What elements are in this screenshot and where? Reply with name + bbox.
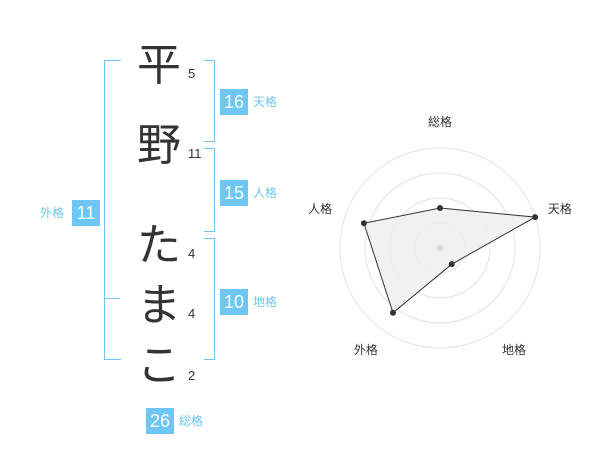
gaikaku-label: 外格 bbox=[40, 206, 65, 220]
radar-point-3 bbox=[448, 261, 455, 268]
tenkaku-bracket bbox=[204, 60, 215, 142]
name-char-2: 野 bbox=[137, 120, 181, 171]
tenkaku-label: 天格 bbox=[253, 95, 278, 109]
radar-point-1 bbox=[437, 205, 443, 211]
jinkaku-bracket bbox=[204, 148, 215, 232]
radar-axis-label-2: 天格 bbox=[548, 201, 572, 216]
radar-axis-label-5: 人格 bbox=[308, 201, 332, 216]
radar-center-dot bbox=[436, 244, 444, 252]
name-char-1: 平 bbox=[137, 40, 181, 91]
name-char-3: た bbox=[137, 220, 181, 271]
radar-ring bbox=[364, 172, 516, 324]
radar-axis-label-3: 地格 bbox=[502, 342, 526, 357]
gaikaku-bracket-divider bbox=[104, 298, 120, 299]
chikaku-badge: 10 bbox=[220, 289, 248, 315]
tenkaku-badge: 16 bbox=[220, 89, 248, 115]
radar-point-5 bbox=[360, 220, 367, 227]
gaikaku-bracket bbox=[104, 60, 121, 360]
radar-point-2 bbox=[532, 214, 539, 221]
stroke-count-2: 11 bbox=[188, 146, 202, 161]
soukaku-badge: 26 bbox=[146, 408, 174, 434]
jinkaku-badge: 15 bbox=[220, 180, 248, 206]
stroke-count-1: 5 bbox=[188, 66, 196, 81]
radar-axis-label-4: 外格 bbox=[354, 342, 378, 357]
chikaku-label: 地格 bbox=[253, 295, 278, 309]
stroke-count-3: 4 bbox=[188, 246, 196, 261]
gaikaku-badge: 11 bbox=[72, 200, 100, 226]
name-char-5: こ bbox=[137, 340, 181, 391]
soukaku-label: 総格 bbox=[179, 414, 204, 428]
radar-point-4 bbox=[389, 309, 396, 316]
stroke-count-4: 4 bbox=[188, 306, 196, 321]
radar-data-polygon bbox=[363, 207, 537, 314]
chikaku-bracket bbox=[204, 238, 215, 360]
name-char-4: ま bbox=[137, 280, 181, 331]
radar-axis-label-1: 総格 bbox=[428, 114, 452, 129]
radar-ring bbox=[339, 147, 541, 349]
stroke-count-5: 2 bbox=[188, 368, 196, 383]
jinkaku-label: 人格 bbox=[253, 186, 278, 200]
